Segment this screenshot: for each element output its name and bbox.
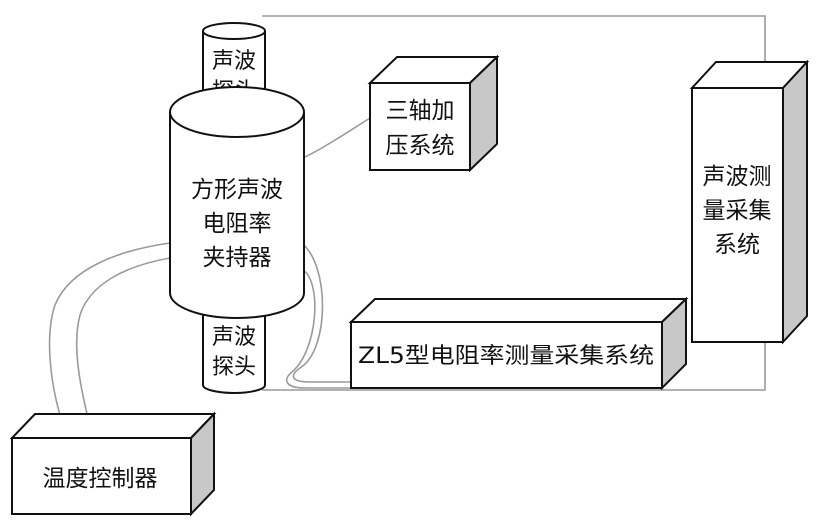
top-probe-label-1: 声波 — [212, 49, 256, 74]
temperature-controller-box: 温度控制器 — [9, 411, 217, 517]
triaxial-label-1: 三轴加 — [386, 98, 455, 124]
top-probe-top — [202, 22, 266, 40]
resistivity-label: ZL5型电阻率测量采集系统 — [358, 344, 654, 369]
triaxial-box-front — [369, 82, 471, 171]
pressure-line — [302, 117, 371, 159]
resistivity-box-top — [348, 298, 689, 323]
temperature-line-2 — [75, 257, 171, 419]
triaxial-label-2: 压系统 — [386, 133, 455, 159]
holder-cylinder: 方形声波 电阻率 夹持器 — [169, 86, 305, 319]
bottom-probe-label-2: 探头 — [212, 355, 256, 380]
resistivity-line-1 — [292, 241, 352, 383]
temperature-box-top — [9, 413, 217, 439]
bottom-probe: 声波 探头 — [202, 315, 266, 394]
acoustic-box-front — [691, 87, 784, 343]
bottom-probe-body — [202, 315, 266, 394]
temperature-line-1 — [48, 242, 171, 416]
triaxial-box: 三轴加 压系统 — [367, 54, 500, 173]
resistivity-box-front — [350, 321, 663, 389]
resistivity-system-box: ZL5型电阻率测量采集系统 — [348, 296, 689, 391]
holder-label-2: 电阻率 — [203, 211, 272, 237]
acoustic-label-1: 声波测 — [703, 164, 772, 190]
holder-label-3: 夹持器 — [203, 245, 272, 271]
acoustic-system-box: 声波测 量采集 系统 — [689, 59, 810, 345]
temperature-box-front — [11, 437, 192, 515]
resistivity-line-2 — [285, 269, 352, 389]
holder-top — [169, 86, 305, 138]
temperature-label: 温度控制器 — [43, 466, 158, 492]
holder-label-1: 方形声波 — [191, 177, 283, 203]
bottom-probe-label-1: 声波 — [212, 325, 256, 350]
holder-body — [169, 112, 305, 319]
acoustic-label-2: 量采集 — [703, 198, 772, 224]
acoustic-label-3: 系统 — [714, 232, 760, 258]
acoustic-box-side — [782, 59, 808, 345]
